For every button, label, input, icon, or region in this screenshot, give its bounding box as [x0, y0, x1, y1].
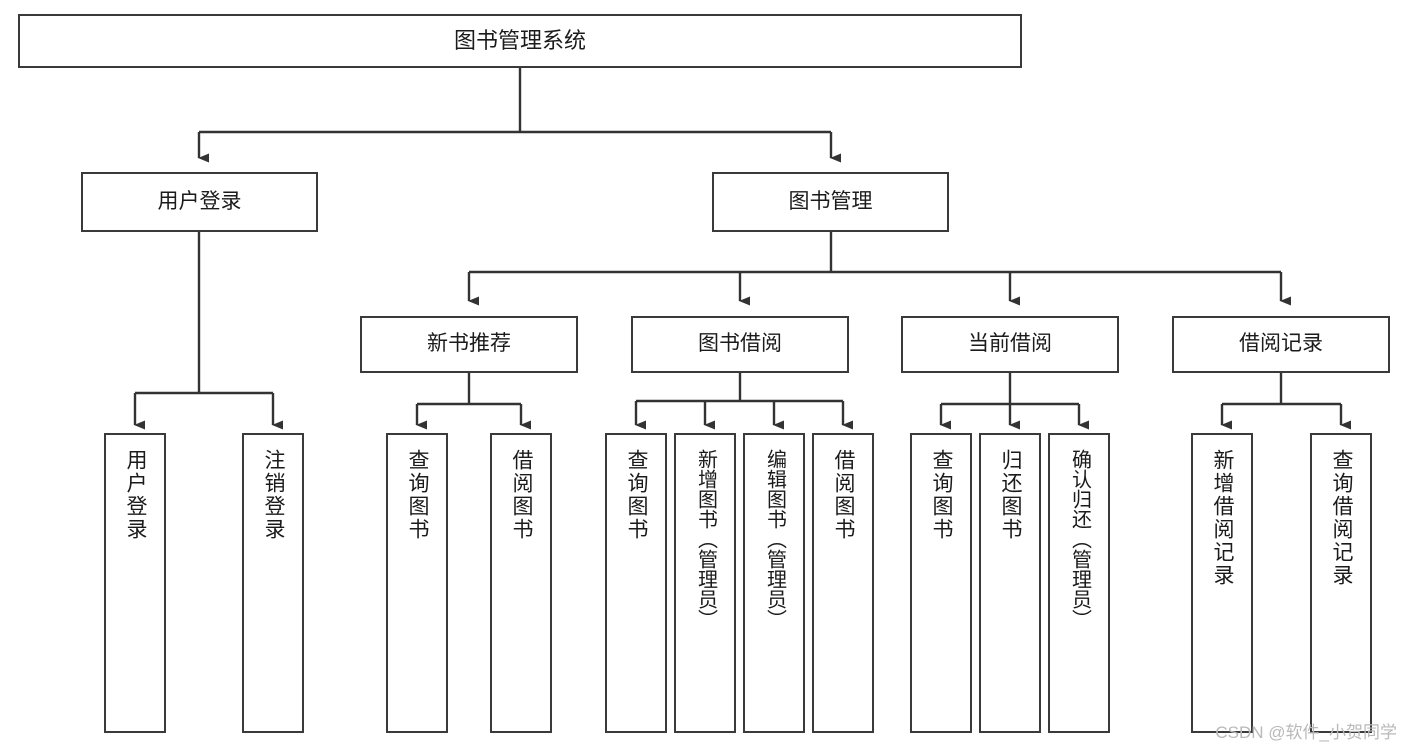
- leaf-query-book-2[interactable]: 查询图书: [605, 433, 667, 733]
- leaf-user-login[interactable]: 用户登录: [104, 433, 166, 733]
- node-current-borrow-label: 当前借阅: [968, 332, 1052, 356]
- leaf-query-book-1-label: 查询图书: [406, 449, 430, 541]
- leaf-add-book[interactable]: 新增图书（管理员）: [674, 433, 736, 733]
- leaf-query-book-3[interactable]: 查询图书: [910, 433, 972, 733]
- leaf-user-login-label: 用户登录: [124, 449, 148, 541]
- node-book-manage[interactable]: 图书管理: [712, 172, 949, 232]
- node-book-borrow-label: 图书借阅: [698, 332, 782, 356]
- leaf-confirm-return-label: 确认归还（管理员）: [1068, 449, 1091, 629]
- node-borrow-record[interactable]: 借阅记录: [1172, 316, 1390, 373]
- leaf-confirm-return[interactable]: 确认归还（管理员）: [1048, 433, 1110, 733]
- leaf-query-book-3-label: 查询图书: [930, 449, 954, 541]
- leaf-add-record[interactable]: 新增借阅记录: [1191, 433, 1253, 733]
- node-new-book-recommend[interactable]: 新书推荐: [360, 316, 578, 373]
- node-user-login[interactable]: 用户登录: [81, 172, 318, 232]
- node-current-borrow[interactable]: 当前借阅: [901, 316, 1119, 373]
- node-root-system-label: 图书管理系统: [453, 28, 586, 54]
- node-root-system[interactable]: 图书管理系统: [18, 14, 1022, 68]
- node-borrow-record-label: 借阅记录: [1239, 332, 1323, 356]
- leaf-query-record[interactable]: 查询借阅记录: [1310, 433, 1372, 733]
- leaf-logout-login[interactable]: 注销登录: [242, 433, 304, 733]
- leaf-edit-book[interactable]: 编辑图书（管理员）: [743, 433, 805, 733]
- leaf-query-book-2-label: 查询图书: [625, 449, 649, 541]
- leaf-borrow-book-1-label: 借阅图书: [510, 449, 534, 541]
- node-user-login-label: 用户登录: [157, 189, 242, 213]
- leaf-add-book-label: 新增图书（管理员）: [694, 449, 717, 629]
- leaf-edit-book-label: 编辑图书（管理员）: [763, 449, 786, 629]
- leaf-logout-login-label: 注销登录: [262, 449, 286, 541]
- leaf-query-record-label: 查询借阅记录: [1330, 449, 1354, 587]
- node-book-manage-label: 图书管理: [788, 189, 873, 213]
- node-book-borrow[interactable]: 图书借阅: [631, 316, 849, 373]
- leaf-borrow-book-1[interactable]: 借阅图书: [490, 433, 552, 733]
- watermark: CSDN @软件_小贺同学: [1215, 723, 1397, 742]
- leaf-borrow-book-2[interactable]: 借阅图书: [812, 433, 874, 733]
- node-new-book-recommend-label: 新书推荐: [427, 332, 511, 356]
- leaf-borrow-book-2-label: 借阅图书: [832, 449, 856, 541]
- leaf-query-book-1[interactable]: 查询图书: [386, 433, 448, 733]
- leaf-add-record-label: 新增借阅记录: [1211, 449, 1235, 587]
- leaf-return-book[interactable]: 归还图书: [979, 433, 1041, 733]
- leaf-return-book-label: 归还图书: [999, 449, 1023, 541]
